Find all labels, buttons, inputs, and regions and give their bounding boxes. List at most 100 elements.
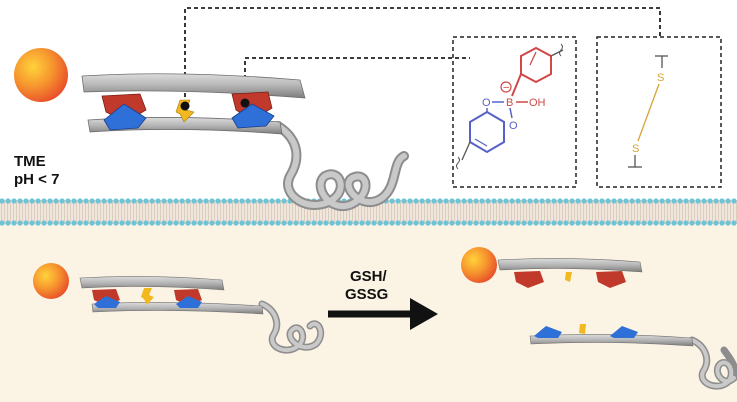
cell-membrane — [0, 198, 737, 226]
lipid-head — [125, 198, 131, 204]
lipid-head — [101, 220, 107, 226]
lipid-head — [689, 198, 695, 204]
lipid-head — [29, 220, 35, 226]
lipid-head — [413, 220, 419, 226]
lipid-head — [719, 220, 725, 226]
lipid-head — [677, 220, 683, 226]
lipid-head — [725, 198, 731, 204]
lipid-head — [215, 220, 221, 226]
reaction-arrow — [328, 298, 438, 330]
lipid-head — [35, 220, 41, 226]
lipid-head — [89, 198, 95, 204]
lipid-head — [659, 198, 665, 204]
lipid-head — [485, 220, 491, 226]
lipid-head — [695, 198, 701, 204]
oxygen-left-label: O — [482, 97, 491, 109]
lipid-head — [155, 220, 161, 226]
lipid-head — [251, 198, 257, 204]
lipid-head — [413, 198, 419, 204]
lipid-head — [353, 220, 359, 226]
lipid-head — [401, 220, 407, 226]
fluorophore-sphere-bottom-left — [33, 263, 69, 299]
lipid-head — [653, 198, 659, 204]
lipid-head — [455, 220, 461, 226]
lipid-head — [425, 220, 431, 226]
lipid-head — [497, 220, 503, 226]
lipid-head — [47, 198, 53, 204]
lipid-head — [617, 198, 623, 204]
red-block-product-right — [596, 271, 626, 288]
lipid-head — [425, 198, 431, 204]
lipid-head — [299, 220, 305, 226]
lipid-head — [509, 198, 515, 204]
lipid-head — [11, 220, 17, 226]
lipid-head — [113, 198, 119, 204]
lipid-head — [341, 220, 347, 226]
lipid-head — [665, 198, 671, 204]
lipid-head — [395, 198, 401, 204]
lipid-head — [29, 198, 35, 204]
lipid-head — [491, 198, 497, 204]
environment-label-tme: TME — [14, 153, 46, 170]
lipid-head — [641, 220, 647, 226]
membrane-heads-top — [0, 198, 737, 204]
lipid-head — [185, 198, 191, 204]
lipid-head — [0, 198, 5, 204]
lipid-head — [227, 198, 233, 204]
lipid-head — [101, 198, 107, 204]
lipid-head — [641, 198, 647, 204]
lipid-head — [551, 198, 557, 204]
lipid-head — [107, 198, 113, 204]
lipid-head — [635, 198, 641, 204]
lipid-head — [149, 198, 155, 204]
blue-block-product-right — [610, 326, 638, 338]
lipid-head — [335, 220, 341, 226]
lipid-head — [461, 198, 467, 204]
lipid-head — [617, 220, 623, 226]
lipid-head — [263, 198, 269, 204]
lipid-head — [623, 220, 629, 226]
lipid-head — [659, 220, 665, 226]
lipid-head — [437, 198, 443, 204]
fluorophore-sphere-top — [14, 48, 68, 102]
lipid-head — [233, 198, 239, 204]
thiol-fragment-top — [565, 272, 572, 282]
lipid-head — [539, 198, 545, 204]
lipid-head — [593, 198, 599, 204]
lipid-head — [611, 198, 617, 204]
lipid-head — [65, 198, 71, 204]
lipid-head — [605, 198, 611, 204]
lipid-head — [215, 198, 221, 204]
product-bottom-strand — [529, 324, 737, 390]
lipid-head — [401, 198, 407, 204]
lipid-head — [683, 220, 689, 226]
sulfur-top-label: S — [657, 72, 664, 84]
lipid-head — [95, 220, 101, 226]
lipid-head — [59, 220, 65, 226]
lipid-head — [311, 220, 317, 226]
lipid-head — [179, 198, 185, 204]
lipid-head — [527, 198, 533, 204]
lipid-head — [47, 220, 53, 226]
lipid-head — [275, 198, 281, 204]
lipid-head — [575, 198, 581, 204]
lipid-head — [707, 198, 713, 204]
lipid-head — [419, 220, 425, 226]
lipid-head — [83, 198, 89, 204]
lipid-head — [161, 198, 167, 204]
product-top-strand — [461, 247, 643, 288]
lipid-head — [581, 198, 587, 204]
lipid-head — [77, 220, 83, 226]
lipid-head — [407, 198, 413, 204]
lipid-head — [725, 220, 731, 226]
lipid-head — [713, 198, 719, 204]
lipid-head — [269, 198, 275, 204]
reagent-label-gsh: GSH/ — [350, 268, 388, 285]
lipid-head — [257, 220, 263, 226]
lipid-head — [179, 220, 185, 226]
lipid-head — [605, 220, 611, 226]
lipid-head — [359, 220, 365, 226]
lipid-head — [563, 198, 569, 204]
lipid-head — [89, 220, 95, 226]
lipid-head — [419, 198, 425, 204]
